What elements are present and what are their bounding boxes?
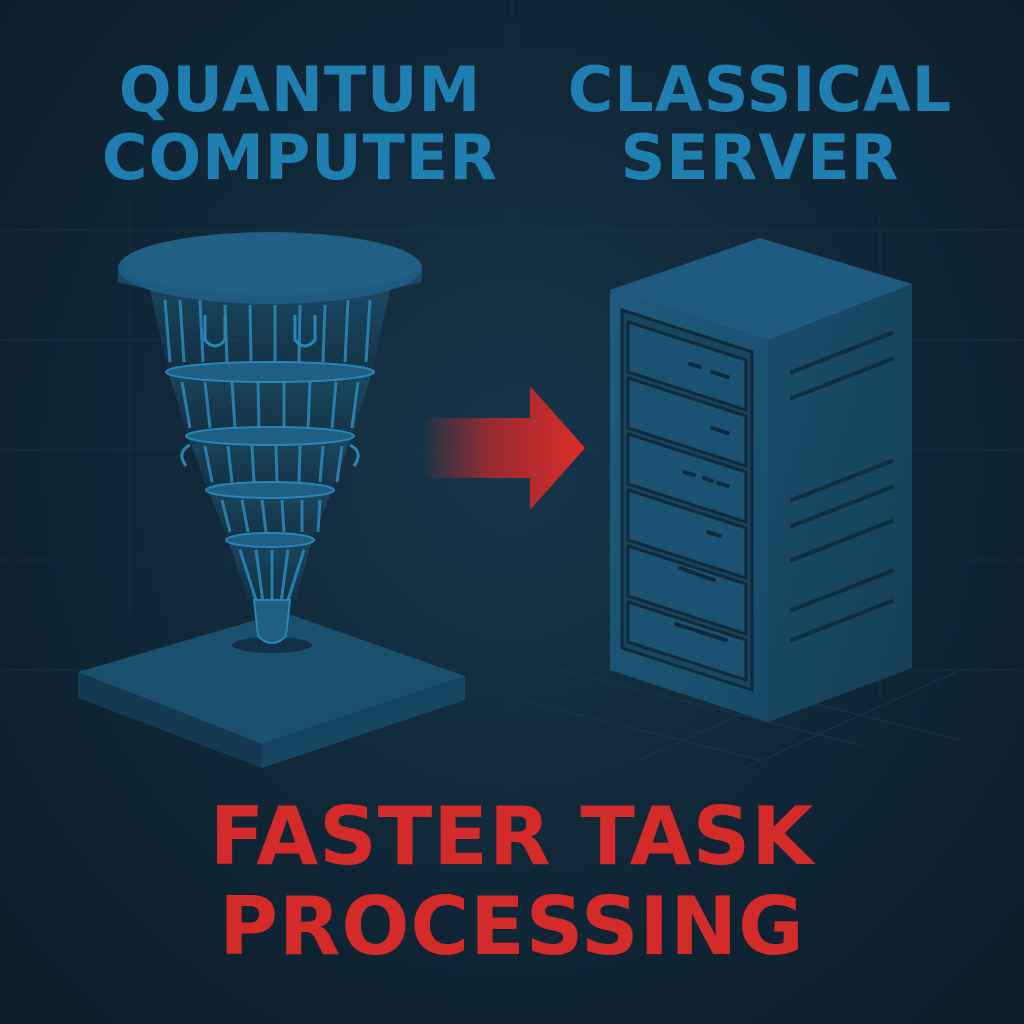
quantum-computer-label: QUANTUM COMPUTER — [101, 53, 499, 194]
right-arrow-icon — [420, 386, 585, 510]
quantum-chandelier-icon — [78, 232, 465, 768]
server-tower-icon — [610, 238, 912, 722]
server-drive-bays — [626, 319, 748, 683]
quantum-top-plate — [118, 232, 422, 304]
quantum-base-plate — [78, 612, 465, 768]
classical-server-label: CLASSICAL SERVER — [567, 53, 953, 194]
caption-faster-task-processing: FASTER TASK PROCESSING — [209, 790, 815, 973]
